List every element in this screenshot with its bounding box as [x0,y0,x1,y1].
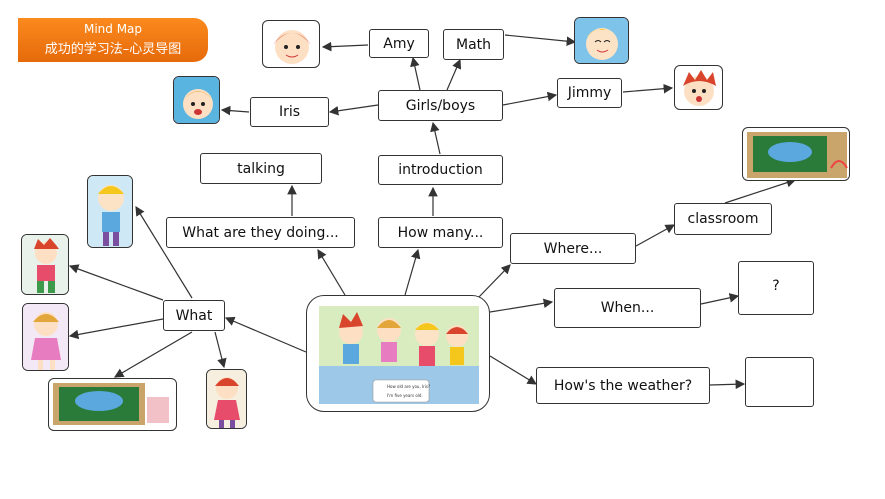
girl-standing-icon [23,304,68,370]
speech-line-1: How old are you, Iris? [387,384,431,389]
node-girls-boys: Girls/boys [378,90,503,121]
girl-face-picture [262,20,320,68]
iris-face-icon [174,77,219,123]
girl-standing-picture [22,303,69,371]
node-jimmy: Jimmy [557,78,622,108]
node-introduction: introduction [378,155,503,185]
node-amy: Amy [369,29,429,58]
node-what-are-they-doing: What are they doing... [166,217,355,248]
mind-map-banner: Mind Map 成功的学习法–心灵导图 [18,18,208,62]
jimmy-face-icon [683,70,716,106]
node-iris: Iris [250,97,329,127]
node-classroom: classroom [674,203,772,235]
boy-running-picture [21,234,69,295]
classroom-picture [742,127,850,181]
speech-line-2: I'm five years old. [387,393,423,398]
children-scene-icon [319,306,479,404]
node-when: When... [554,288,701,328]
node-empty-answer [745,357,814,407]
classroom-board-picture [48,378,177,431]
classroom-board-icon [53,383,169,425]
banner-subtitle: 成功的学习法–心灵导图 [44,42,182,57]
boy-standing-picture [87,175,133,248]
node-talking: talking [200,153,322,184]
girl-red-hair-picture [206,369,247,429]
boy-smiling-picture [574,17,629,64]
central-scene-picture: How old are you, Iris? I'm five years ol… [306,295,490,412]
node-math: Math [443,29,504,60]
node-weather: How's the weather? [536,367,710,404]
boy-standing-icon [88,176,132,247]
banner-title: Mind Map [83,22,143,36]
node-what: What [163,300,225,331]
iris-face-picture [173,76,220,124]
node-where: Where... [510,233,636,264]
node-how-many: How many... [378,217,503,248]
girl-red-hair-icon [207,370,246,428]
girl-face-icon [273,30,311,64]
node-question-mark: ? [738,261,814,315]
boy-running-icon [22,235,68,294]
boy-smiling-icon [575,18,628,63]
jimmy-face-picture [674,65,723,110]
speech-bubble: How old are you, Iris? I'm five years ol… [387,382,430,400]
blackboard-icon [747,132,848,178]
